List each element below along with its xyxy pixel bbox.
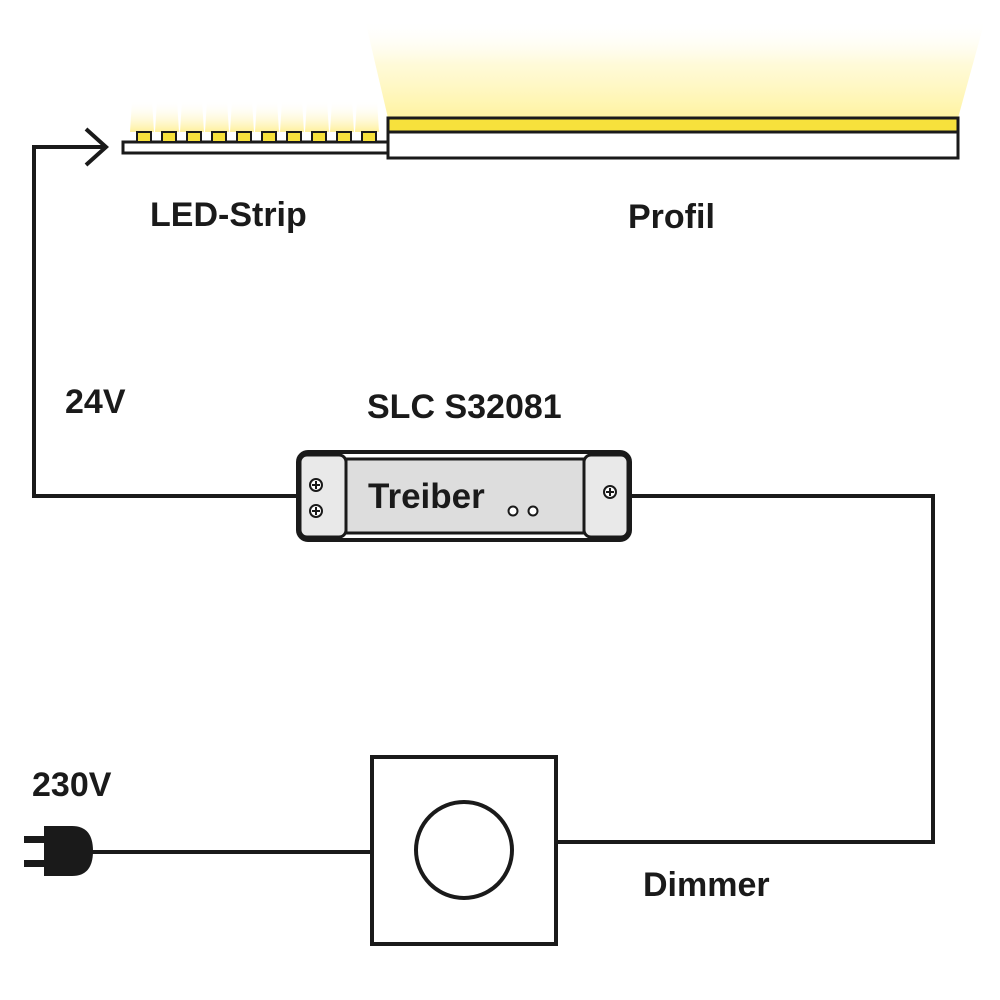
dimmer-label: Dimmer — [643, 866, 770, 904]
driver — [296, 450, 632, 542]
indicator-dots — [507, 505, 539, 517]
voltage-24v-label: 24V — [65, 383, 126, 421]
voltage-230v-label: 230V — [32, 766, 112, 804]
wire-driver-dimmer — [556, 494, 935, 844]
dimmer-knob-icon — [414, 800, 514, 900]
wire-24v — [32, 145, 300, 498]
driver-model-label: SLC S32081 — [367, 388, 562, 426]
led-strip — [121, 131, 395, 155]
dimmer — [370, 755, 558, 946]
led-chips — [136, 131, 377, 143]
led-strip-label: LED-Strip — [150, 196, 307, 234]
profile — [386, 116, 960, 160]
profile-label: Profil — [628, 198, 715, 236]
led-glow-group — [130, 100, 379, 132]
profile-light-glow — [365, 20, 985, 118]
driver-label: Treiber — [368, 477, 485, 516]
power-plug-icon — [24, 826, 93, 876]
arrow-right-icon — [84, 127, 109, 167]
